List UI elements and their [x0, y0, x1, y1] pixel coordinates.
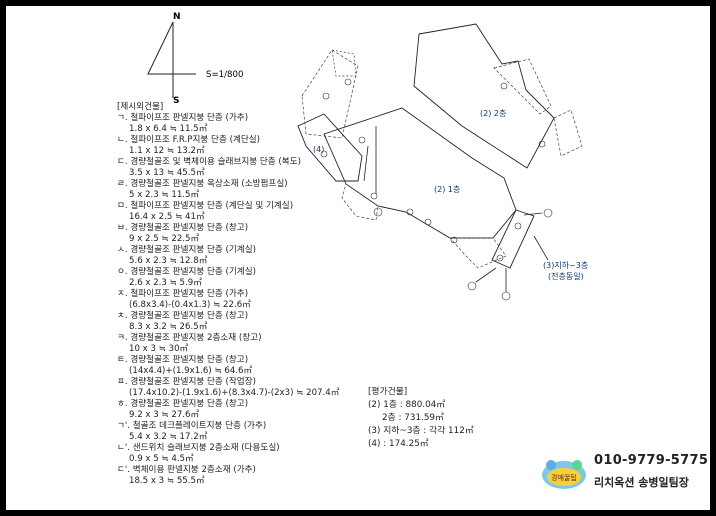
building-3-outline — [491, 209, 535, 269]
extra-item-heading: ㄷ. 경량철골조 및 벽체이용 슬래브지붕 단층 (복도) — [117, 157, 301, 167]
label-building-2-floor1: (2) 1층 — [434, 185, 460, 194]
extra-item-value: 2.6 x 2.3 ≒ 5.9㎡ — [129, 278, 202, 288]
site-plan-sheet: (2) 2층 (2) 1층 (4) (3)지하~3층 (전층동일) N S S=… — [6, 6, 710, 510]
extra-item-value: 5.4 x 3.2 ≒ 17.2㎡ — [129, 432, 208, 442]
summary-row: (2) 1층 : 880.04㎡ — [368, 400, 446, 410]
extra-item-heading: ㅇ. 경량철골조 판넬지붕 단층 (기계실) — [117, 267, 256, 277]
annex-left-bottom-outline — [341, 183, 379, 221]
label-building-2-floor2: (2) 2층 — [480, 109, 506, 118]
floor-plan-drawing: (2) 2층 (2) 1층 (4) (3)지하~3층 (전층동일) — [147, 21, 588, 301]
annex-right-outline — [553, 109, 583, 157]
extra-item-value: 5 x 2.3 ≒ 11.5㎡ — [129, 190, 200, 200]
extra-item-heading: ㄱ. 철파이프조 판넬지붕 단층 (가추) — [117, 113, 249, 123]
evaluated-buildings-summary: [평가건물] (2) 1층 : 880.04㎡ 2층 : 731.59㎡ (3)… — [368, 386, 474, 451]
label-building-3-sub: (전층동일) — [548, 271, 584, 281]
north-arrow-icon — [147, 21, 196, 98]
annex-top-left-outline — [301, 49, 359, 139]
annex-top-square-outline — [331, 49, 357, 77]
extra-item-heading: ㅊ. 경량철골조 판넬지붕 단층 (창고) — [117, 311, 249, 321]
annex-ㅋ-outline — [493, 58, 552, 115]
summary-title: [평가건물] — [368, 387, 408, 397]
compass-south-letter: S — [173, 96, 180, 106]
building-4-outline — [297, 113, 363, 182]
extra-item-heading: ㅂ. 경량철골조 판넬지붕 단층 (창고) — [117, 223, 249, 233]
extra-item-value: 8.3 x 3.2 ≒ 26.5㎡ — [129, 322, 208, 332]
extra-item-heading: ㄹ. 경량철골조 판넬지붕 옥상소재 (소방펌프실) — [117, 179, 288, 189]
pointer-arrows — [363, 126, 549, 292]
summary-row: 2층 : 731.59㎡ — [382, 413, 444, 423]
extra-item-heading: ㅅ. 경량철골조 판넬지붕 단층 (기계실) — [117, 245, 256, 255]
extra-item-heading: ㄴ'. 샌드위치 슬래브지붕 2층소재 (다용도실) — [117, 443, 280, 453]
contact-phone: 010-9779-5775 — [594, 453, 709, 468]
extra-item-heading: ㄷ'. 벽체이용 판넬지붕 2층소재 (가추) — [117, 465, 256, 475]
extra-buildings-list: [제시외건물] ㄱ. 철파이프조 판넬지붕 단층 (가추)1.8 x 6.4 ≒… — [117, 102, 367, 487]
extra-item-value: 9 x 2.5 ≒ 22.5㎡ — [129, 234, 200, 244]
extra-item-heading: ㅁ. 철파이프조 판넬지붕 단층 (계단실 및 기계실) — [117, 201, 294, 211]
annex-bottom-outline — [449, 237, 507, 269]
extra-item-value: (17.4x10.2)-(1.9x1.6)+(8.3x4.7)-(2x3) ≒ … — [129, 388, 340, 398]
label-building-3: (3)지하~3층 — [543, 260, 588, 270]
summary-row: (4) : 174.25㎡ — [368, 439, 429, 449]
plan-markers — [320, 78, 553, 301]
extra-item-value: 16.4 x 2.5 ≒ 41㎡ — [129, 212, 205, 222]
extra-item-heading: ㄴ. 철파이프조 F.R.P지붕 단층 (계단실) — [117, 135, 261, 145]
auction-logo-icon: 경매꿀팁 — [542, 460, 586, 489]
extra-item-value: 1.1 x 12 ≒ 13.2㎡ — [129, 146, 205, 156]
extra-item-heading: ㅌ. 경량철골조 판넬지붕 단층 (창고) — [117, 355, 249, 365]
extra-item-value: 10 x 3 ≒ 30㎡ — [129, 344, 189, 354]
extra-item-value: 0.9 x 5 ≒ 4.5㎡ — [129, 454, 194, 464]
extra-item-heading: ㅋ. 경량철골조 판넬지붕 2층소재 (창고) — [117, 333, 262, 343]
label-building-4: (4) — [313, 145, 324, 154]
scale-label: S=1/800 — [206, 70, 244, 80]
compass-north-letter: N — [173, 12, 181, 22]
extra-item-value: (14x4.4)+(1.9x1.6) ≒ 64.6㎡ — [129, 366, 253, 376]
extra-item-heading: ㅈ. 철파이프조 판넬지붕 단층 (가추) — [117, 289, 249, 299]
extra-item-value: 3.5 x 13 ≒ 45.5㎡ — [129, 168, 205, 178]
extra-item-heading: ㅎ. 경량철골조 판넬지붕 단층 (창고) — [117, 399, 249, 409]
summary-row: (3) 지하~3층 : 각각 112㎡ — [368, 426, 474, 436]
extra-item-value: 18.5 x 3 ≒ 55.5㎡ — [129, 476, 205, 486]
extra-item-value: 9.2 x 3 ≒ 27.6㎡ — [129, 410, 200, 420]
logo-text: 경매꿀팁 — [551, 473, 577, 482]
contact-agent-name: 리치옥션 송병일팀장 — [594, 476, 689, 489]
extra-item-value: 5.6 x 2.3 ≒ 12.8㎡ — [129, 256, 208, 266]
extra-buildings-title: [제시외건물] — [117, 102, 164, 112]
extra-item-heading: ㅍ. 경량철골조 판넬지붕 단층 (작업장) — [117, 377, 256, 387]
extra-item-value: 1.8 x 6.4 ≒ 11.5㎡ — [129, 124, 208, 134]
building-2-floor2-outline — [413, 23, 555, 169]
extra-item-value: (6.8x3.4)-(0.4x1.3) ≒ 22.6㎡ — [129, 300, 251, 310]
extra-item-heading: ㄱ'. 철골조 데크플레이트지붕 단층 (가추) — [117, 421, 267, 431]
